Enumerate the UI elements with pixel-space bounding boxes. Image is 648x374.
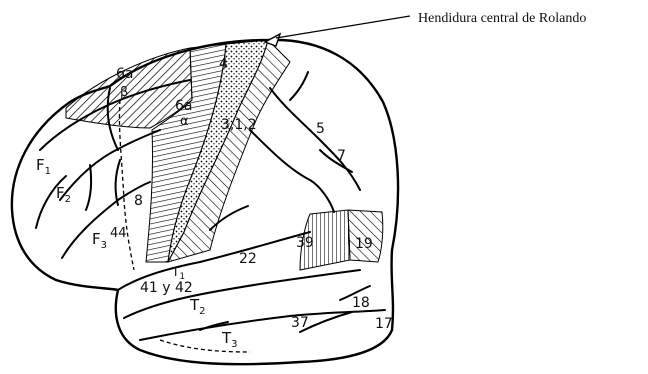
label-beta: β	[120, 85, 128, 100]
label-area-19: 19	[355, 236, 373, 252]
label-area-312: 3,1,2	[221, 117, 257, 133]
label-area-5: 5	[316, 121, 325, 137]
label-alpha: α	[180, 114, 189, 129]
label-area-39: 39	[296, 235, 314, 251]
label-area-8: 8	[134, 193, 143, 209]
label-area-37: 37	[291, 315, 309, 331]
caption-label: Hendidura central de Rolando	[418, 11, 586, 26]
label-area-6a-beta: 6a	[116, 66, 134, 82]
label-area-41y42: 41 y 42	[140, 280, 193, 296]
label-area-4: 4	[219, 56, 228, 72]
label-area-17: 17	[375, 316, 393, 332]
label-area-44: 44	[110, 226, 127, 241]
label-area-22: 22	[239, 251, 257, 267]
caption-leader-line	[276, 16, 410, 38]
label-area-7: 7	[337, 148, 346, 164]
label-area-6a-alpha: 6a	[175, 98, 193, 114]
label-area-18: 18	[352, 295, 370, 311]
